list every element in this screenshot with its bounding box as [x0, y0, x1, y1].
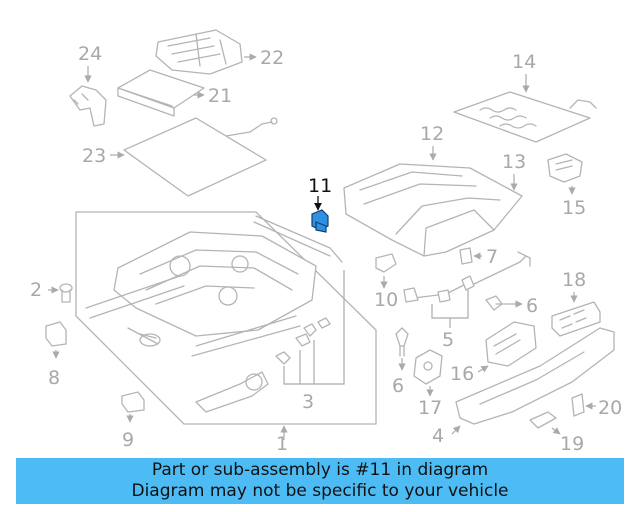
banner-line-2: Diagram may not be specific to your vehi…	[131, 481, 509, 501]
callout-14: 14	[512, 51, 536, 73]
callout-1: 1	[276, 433, 288, 455]
part-12-seat-cushion	[343, 163, 523, 257]
callout-18: 18	[562, 269, 586, 291]
part-20-knob	[571, 393, 585, 417]
callout-5: 5	[442, 329, 454, 351]
part-3-fasteners	[275, 317, 331, 365]
callout-8: 8	[48, 367, 60, 389]
callout-22: 22	[260, 47, 284, 69]
part-19-knob	[529, 411, 557, 429]
callout-3: 3	[302, 391, 314, 413]
part-2-bolt	[59, 283, 73, 303]
part-18-switch-panel	[551, 301, 601, 337]
part-11-highlighted-clip	[311, 209, 329, 233]
part-22-control-module	[155, 29, 243, 75]
seat-motor	[127, 327, 269, 413]
part-10-bracket	[375, 253, 397, 273]
part-23-heater-mat	[123, 117, 278, 197]
callout-19: 19	[560, 433, 584, 455]
callout-11: 11	[308, 175, 332, 197]
part-1-frame-boundary	[75, 211, 377, 425]
part-5-wiring-harness	[403, 251, 531, 303]
callout-16: 16	[450, 363, 474, 385]
callout-10: 10	[374, 289, 398, 311]
part-6-screw-right	[485, 295, 515, 311]
part-4-side-trim	[455, 327, 615, 425]
banner-line-1: Part or sub-assembly is #11 in diagram	[151, 460, 489, 480]
part-7-clip	[459, 247, 473, 265]
callout-17: 17	[418, 397, 442, 419]
callout-6-left: 6	[392, 375, 404, 397]
callout-12: 12	[420, 123, 444, 145]
info-banner: Part or sub-assembly is #11 in diagram D…	[16, 458, 624, 504]
part-21-module-box	[117, 69, 205, 117]
callout-20: 20	[598, 397, 622, 419]
callout-23: 23	[82, 145, 106, 167]
callout-24: 24	[78, 43, 102, 65]
callout-13: 13	[502, 151, 526, 173]
part-15-connector	[547, 153, 583, 183]
part-14-cushion-heater	[453, 91, 597, 143]
callout-7: 7	[486, 246, 498, 268]
callout-6-right: 6	[526, 295, 538, 317]
part-8-clip	[45, 321, 67, 347]
part-6-pin-left	[395, 327, 409, 357]
callout-4: 4	[432, 425, 444, 447]
callout-9: 9	[122, 429, 134, 451]
part-9-cover	[121, 391, 145, 413]
part-17-switch	[413, 349, 443, 385]
part-16-control-unit	[485, 321, 537, 367]
callout-2: 2	[30, 279, 42, 301]
callout-15: 15	[562, 197, 586, 219]
callout-21: 21	[208, 85, 232, 107]
part-1-seat-frame	[85, 215, 343, 357]
part-24-bracket	[69, 85, 107, 127]
